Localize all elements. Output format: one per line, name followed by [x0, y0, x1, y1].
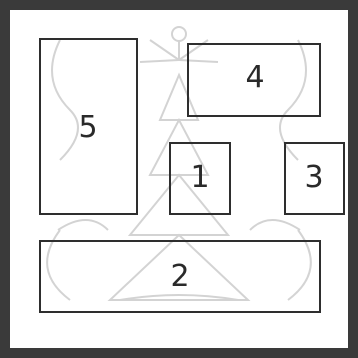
box-2-label: 2 [160, 262, 200, 292]
box-3-label: 3 [294, 163, 334, 193]
box-5-label: 5 [68, 113, 108, 143]
box-4-label: 4 [235, 63, 275, 93]
box-1-label: 1 [180, 163, 220, 193]
